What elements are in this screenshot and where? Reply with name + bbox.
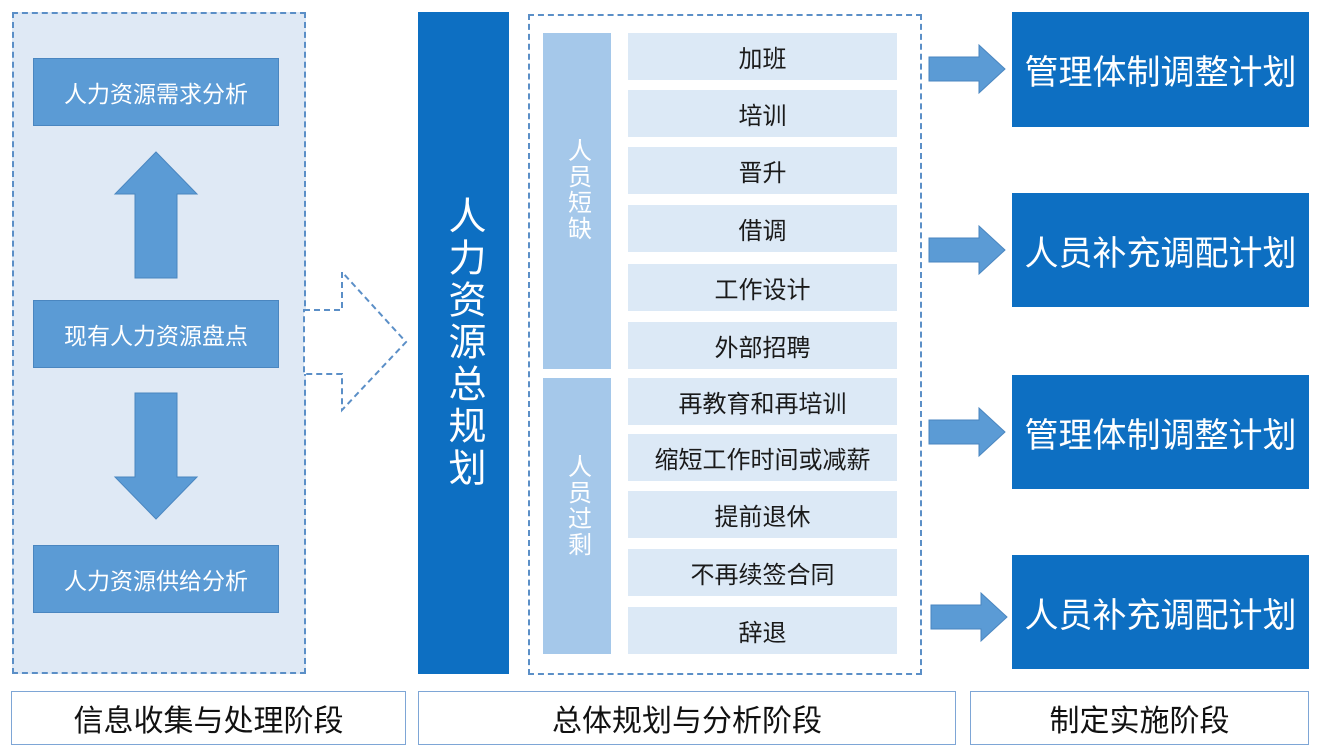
surplus-item: 提前退休 [628, 491, 897, 538]
plan-box: 管理体制调整计划 [1012, 12, 1309, 127]
stage-label: 总体规划与分析阶段 [418, 691, 956, 745]
stage-label: 信息收集与处理阶段 [11, 691, 406, 745]
shortage-label: 人员短缺 [563, 138, 591, 242]
plan-box: 管理体制调整计划 [1012, 375, 1309, 489]
shortage-item: 借调 [628, 205, 897, 252]
hr-master-plan-title: 人力资源总规划 [418, 12, 509, 674]
supply-analysis-box: 人力资源供给分析 [33, 545, 279, 613]
plan-box: 人员补充调配计划 [1012, 193, 1309, 307]
arrow-right-icon [928, 224, 1006, 276]
surplus-item: 不再续签合同 [628, 549, 897, 596]
surplus-item: 缩短工作时间或减薪 [628, 434, 897, 481]
surplus-item: 辞退 [628, 607, 897, 654]
dashed-arrow-right-icon [303, 269, 408, 413]
stage-label: 制定实施阶段 [970, 691, 1309, 745]
surplus-group-label: 人员过剩 [543, 378, 611, 654]
arrow-right-icon [930, 591, 1008, 643]
inventory-box: 现有人力资源盘点 [33, 300, 279, 368]
arrow-right-icon [928, 43, 1006, 95]
arrow-down-icon [113, 392, 199, 520]
demand-analysis-box: 人力资源需求分析 [33, 58, 279, 126]
shortage-group-label: 人员短缺 [543, 33, 611, 369]
shortage-item: 外部招聘 [628, 322, 897, 369]
surplus-item: 再教育和再培训 [628, 378, 897, 425]
plan-box: 人员补充调配计划 [1012, 555, 1309, 669]
surplus-label: 人员过剩 [563, 454, 591, 558]
shortage-item: 加班 [628, 33, 897, 80]
shortage-item: 晋升 [628, 147, 897, 194]
arrow-right-icon [928, 406, 1006, 458]
hr-master-plan-label: 人力资源总规划 [442, 196, 484, 490]
shortage-item: 培训 [628, 90, 897, 137]
shortage-item: 工作设计 [628, 264, 897, 311]
arrow-up-icon [113, 151, 199, 279]
